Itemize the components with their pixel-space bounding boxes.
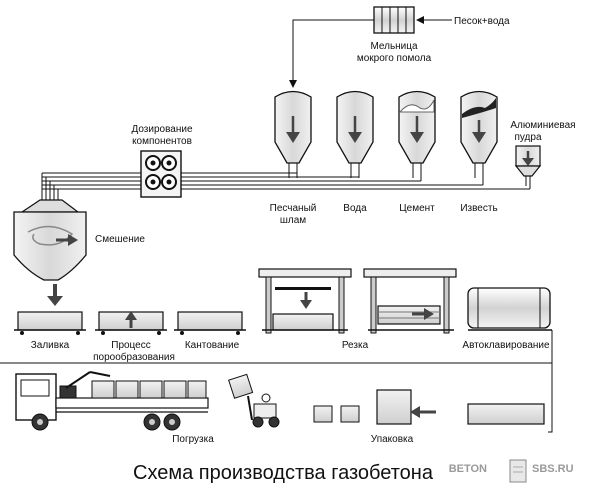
label-water: Вода — [343, 203, 367, 214]
label-packing: Упаковка — [371, 434, 414, 445]
label-dosing-line2: компонентов — [132, 136, 192, 147]
line-connector — [0, 330, 553, 433]
aluminum-powder-hopper — [514, 145, 542, 186]
label-pore-line2: порообразования — [93, 351, 175, 363]
label-dosing-line1: Дозирование — [131, 124, 192, 135]
silo-cement — [398, 90, 436, 178]
logo-text-left: BETON — [449, 463, 487, 475]
wet-mill — [373, 6, 415, 34]
mold-tilting — [174, 311, 246, 335]
site-logo: BETON SBS.RU — [449, 459, 574, 483]
label-mill-line2: мокрого помола — [357, 53, 432, 64]
label-sand-water: Песок+вода — [454, 16, 510, 27]
autoclave — [467, 287, 552, 331]
label-aluminum-line2: пудра — [514, 132, 541, 143]
mill-to-silo-line — [289, 19, 374, 88]
mixer — [13, 199, 87, 281]
diagram-caption: Схема производства газобетона — [133, 462, 434, 484]
label-cutting: Резка — [342, 340, 369, 351]
silo-lime — [460, 90, 498, 178]
bag-icon — [509, 459, 527, 483]
label-cement: Цемент — [399, 203, 435, 214]
sand-water-input-arrow — [416, 16, 452, 24]
label-sand-slurry-line2: шлам — [280, 215, 306, 226]
silo-sand-slurry — [274, 90, 312, 178]
label-autoclaving: Автоклавирование — [462, 340, 550, 351]
label-mixing: Смешение — [95, 234, 145, 245]
packing-blocks — [313, 389, 545, 425]
silo-water — [336, 90, 374, 178]
label-lime: Известь — [460, 203, 497, 214]
cutting-machine-vertical — [258, 268, 352, 334]
dosing-unit — [140, 150, 182, 198]
mixer-to-mold-arrow — [47, 284, 63, 306]
logo-text-right: SBS.RU — [532, 463, 574, 475]
feed-pipes — [41, 172, 531, 200]
label-loading: Погрузка — [172, 434, 214, 445]
truck-cargo-blocks — [91, 380, 207, 399]
forklift — [228, 373, 280, 428]
cutting-machine-horizontal — [363, 268, 457, 334]
label-mill-line1: Мельница — [370, 41, 418, 52]
label-tilting: Кантование — [185, 340, 240, 351]
mold-pouring — [14, 311, 86, 335]
label-pouring: Заливка — [31, 340, 70, 351]
label-pore-line1: Процесс — [111, 340, 151, 351]
label-sand-slurry-line1: Песчаный — [270, 203, 317, 214]
label-aluminum-line1: Алюминиевая — [510, 120, 575, 131]
truck — [15, 371, 209, 431]
mold-pore-forming — [95, 311, 167, 335]
